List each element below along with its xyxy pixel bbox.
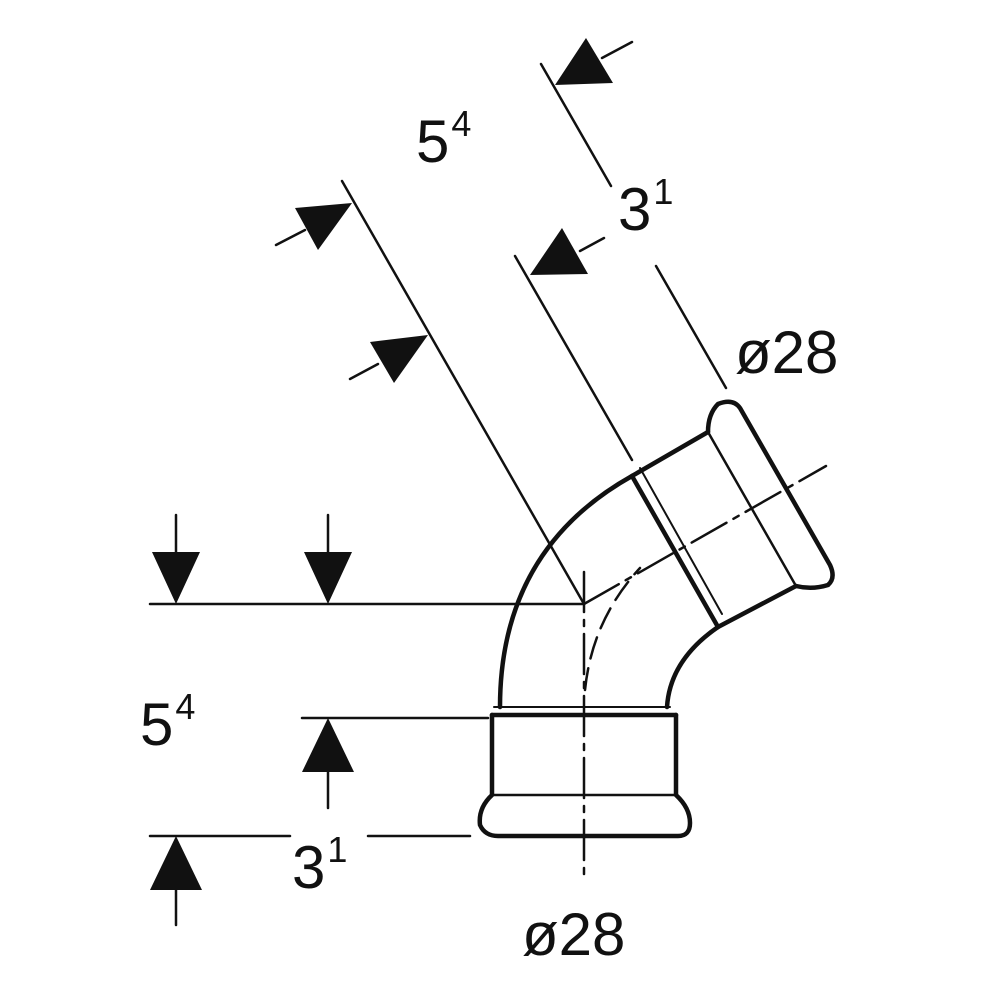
top-socket-wall-top: [629, 429, 711, 479]
angled-centerline: [582, 464, 828, 606]
elbow-inner-curve: [664, 624, 721, 710]
top-socket-collar-inner: [639, 467, 723, 615]
elbow-hidden-arc: [583, 566, 642, 692]
angled-arrow-shaft-1: [274, 228, 307, 247]
dim-label-top-right-sup: 1: [653, 171, 674, 212]
arrowhead-down-2: [304, 552, 352, 604]
elbow-body: [497, 473, 721, 710]
arrowhead-angled-1: [295, 203, 352, 250]
dim-label-top-right-base: 3: [618, 176, 652, 243]
diameter-label-top: ø28: [735, 319, 839, 386]
dim-label-bottom-sup: 1: [327, 829, 348, 870]
arrowhead-angled-2: [370, 335, 428, 383]
angled-arrow-shaft-4: [600, 40, 634, 60]
dim-label-bottom: 31: [292, 832, 347, 898]
arrowhead-angled-3: [530, 228, 588, 275]
dim-label-bottom-left-base: 5: [140, 691, 174, 758]
dim-label-top-left-base: 5: [416, 108, 450, 175]
dim-label-bottom-left: 54: [140, 689, 195, 755]
arrowhead-up-1: [302, 718, 354, 772]
diameter-label-bottom: ø28: [522, 901, 626, 968]
dim-label-bottom-base: 3: [292, 834, 326, 901]
arrowhead-angled-4: [555, 38, 613, 85]
arrowhead-up-2: [150, 836, 202, 890]
angled-arrow-shaft-3: [578, 236, 606, 253]
angled-arrow-shaft-2: [348, 362, 380, 381]
dim-label-bottom-left-sup: 4: [175, 686, 196, 727]
dim-label-top-left-sup: 4: [451, 103, 472, 144]
top-socket: [629, 399, 835, 630]
dim-label-top-left: 54: [416, 106, 471, 172]
angled-extension-end-lower: [654, 264, 728, 390]
centerlines: [582, 464, 828, 882]
bottom-socket-flare: [477, 712, 693, 839]
top-socket-wall-bottom: [715, 583, 799, 630]
angled-extension-center: [340, 179, 586, 606]
arrowhead-down-1: [152, 552, 200, 604]
top-socket-collar-outer: [629, 473, 721, 630]
angled-extension-socket: [513, 254, 634, 462]
top-socket-flare: [705, 399, 835, 590]
dim-label-top-right: 31: [618, 174, 673, 240]
elbow-outer-curve: [497, 473, 635, 710]
bottom-socket: [477, 706, 693, 839]
angled-extension-end-upper: [539, 62, 613, 188]
